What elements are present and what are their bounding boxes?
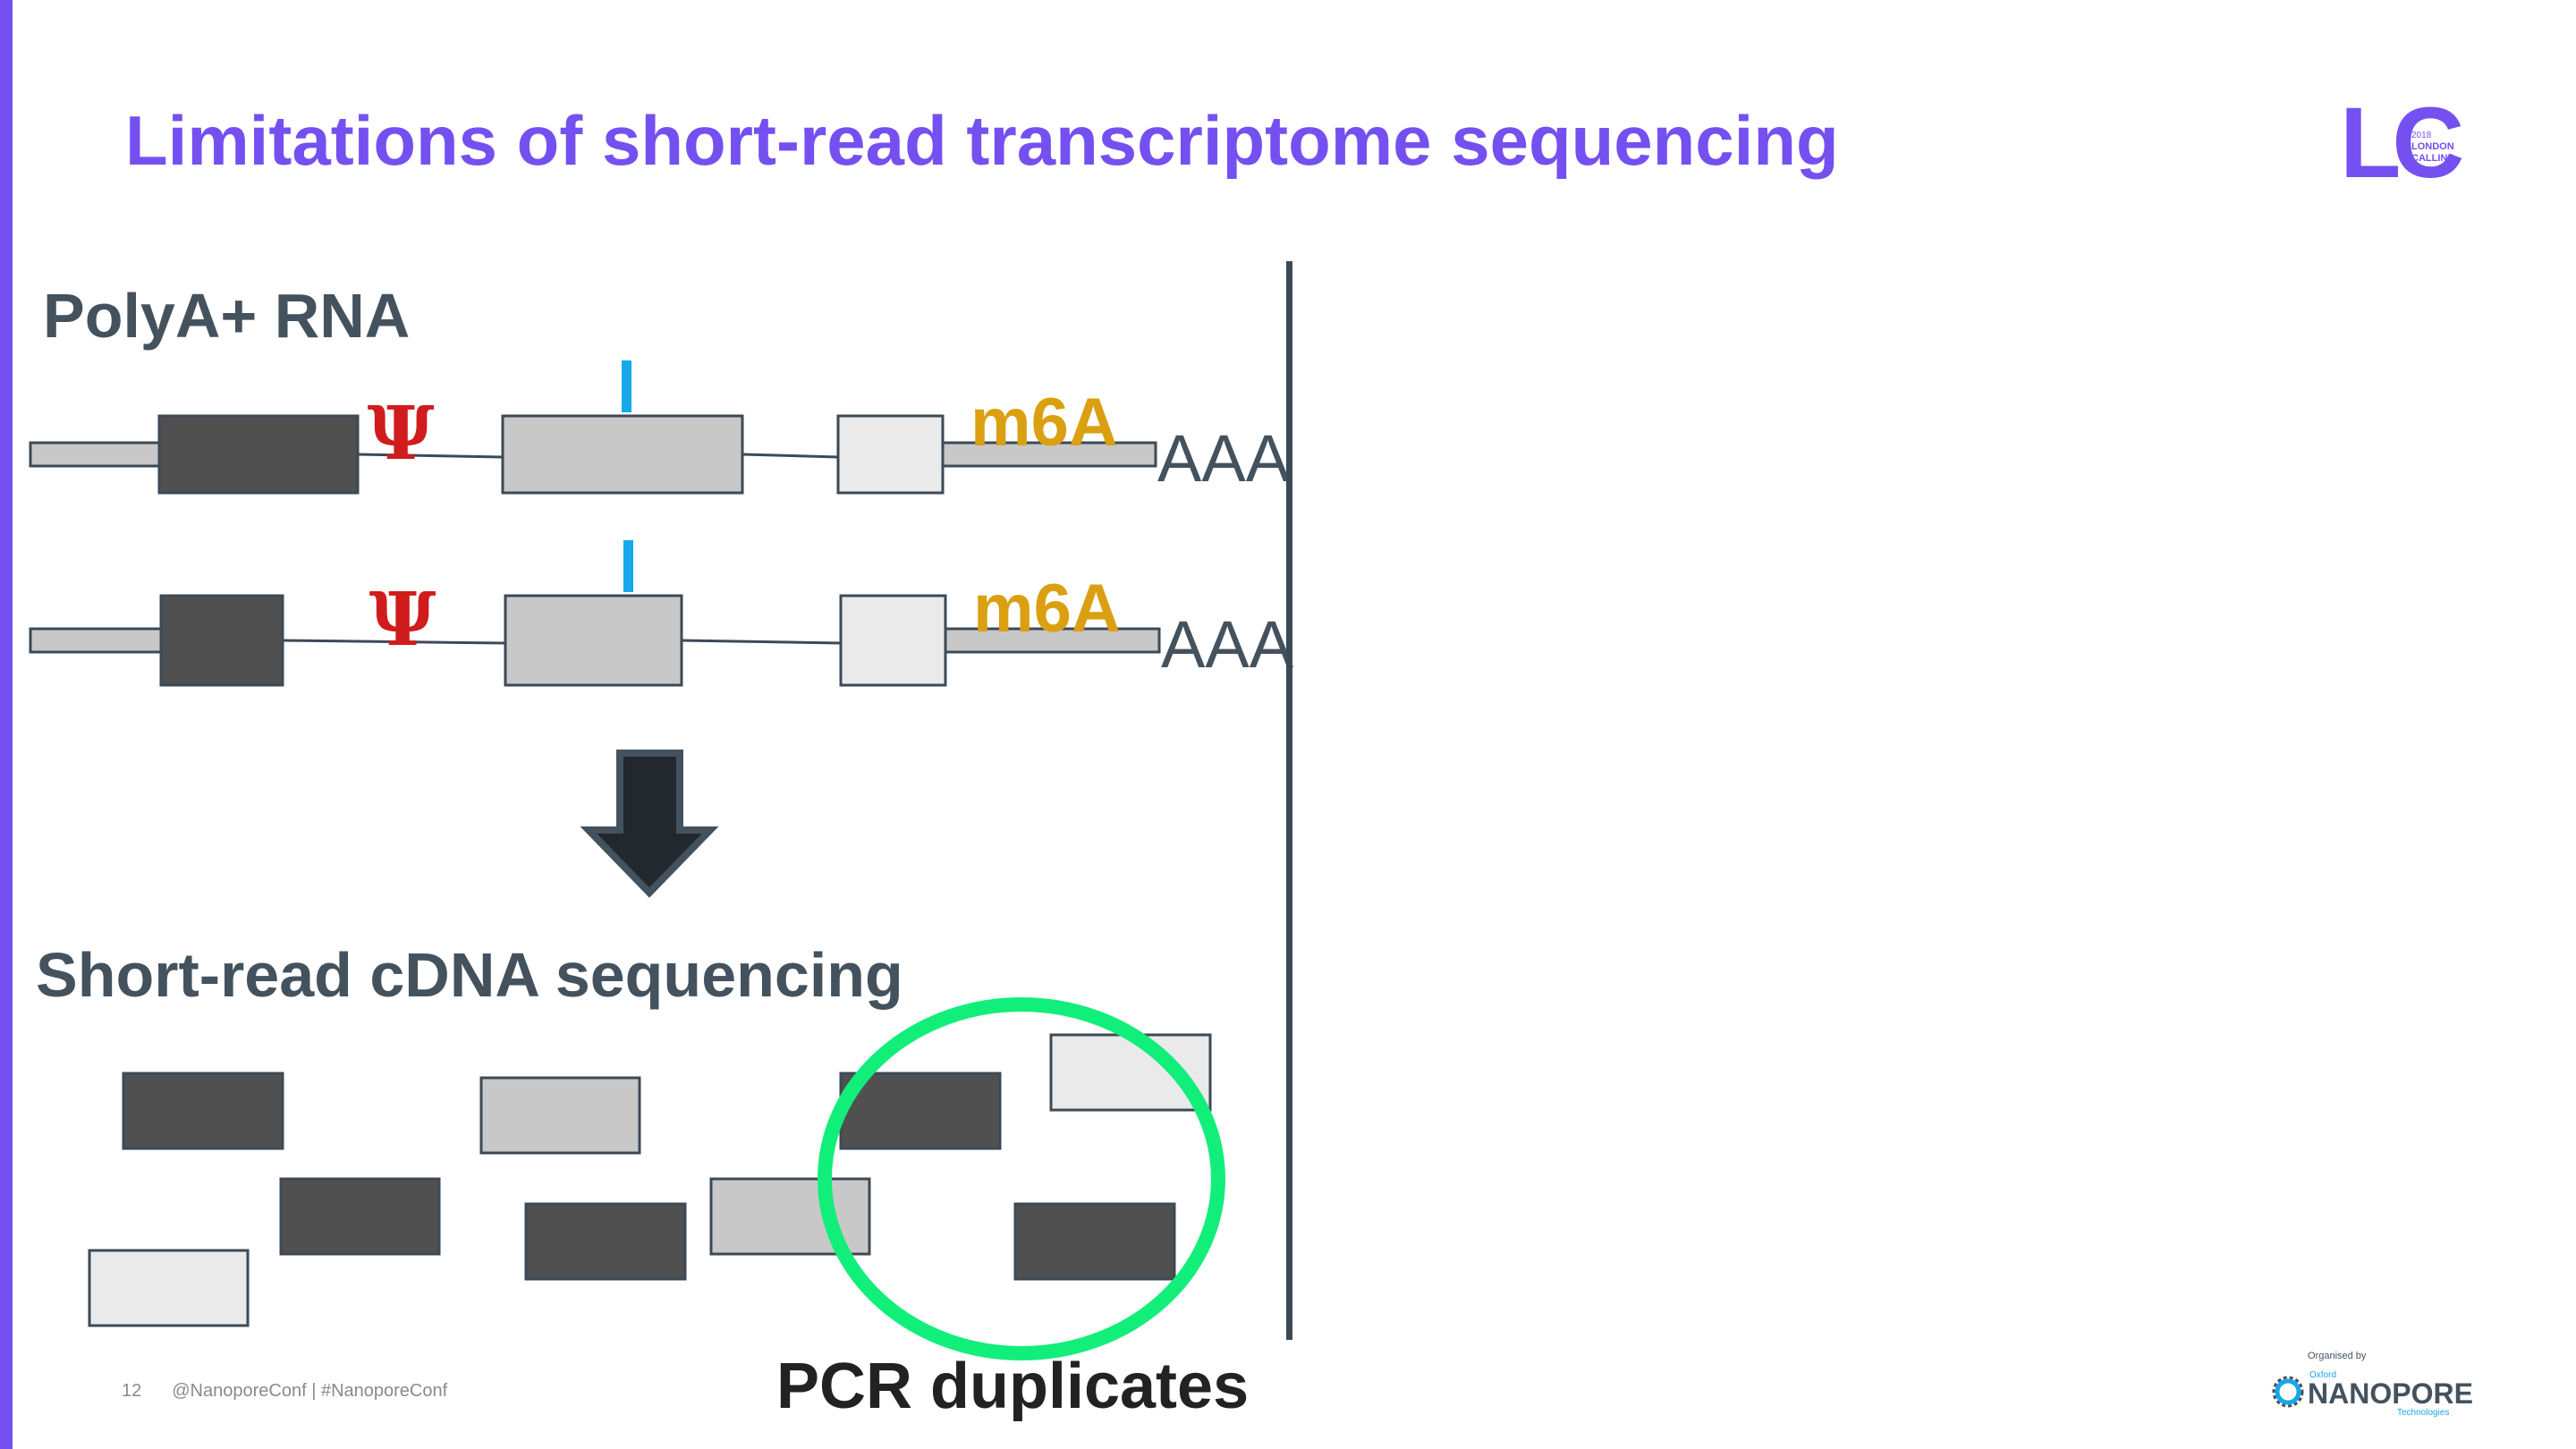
m6a-label: m6A bbox=[973, 571, 1121, 647]
section-divider bbox=[1286, 261, 1292, 1340]
logo-event-name: LONDON CALLING bbox=[2411, 141, 2455, 164]
intron-line bbox=[681, 639, 842, 645]
sequencing-read bbox=[122, 1072, 284, 1150]
short-read-heading: Short-read cDNA sequencing bbox=[36, 940, 903, 1010]
intron-line bbox=[357, 453, 504, 459]
exon-block bbox=[159, 594, 284, 687]
gear-icon bbox=[2272, 1376, 2304, 1408]
modification-marker bbox=[623, 540, 633, 592]
slide-title: Limitations of short-read transcriptome … bbox=[125, 101, 1839, 180]
organised-by-caption: Organised by bbox=[2308, 1351, 2367, 1361]
down-arrow-icon bbox=[580, 750, 719, 898]
left-accent-bar bbox=[0, 0, 13, 1449]
logo-letters: LC bbox=[2340, 87, 2464, 199]
m6a-label: m6A bbox=[970, 385, 1118, 461]
nanopore-oxford-text: Oxford bbox=[2309, 1370, 2337, 1380]
nanopore-brand-text: NANOPORE bbox=[2308, 1377, 2473, 1410]
utr-5prime bbox=[29, 441, 161, 468]
pcr-duplicate-highlight-circle bbox=[818, 997, 1225, 1360]
sequencing-read bbox=[88, 1249, 250, 1327]
exon-block bbox=[504, 594, 683, 687]
footer-handle: @NanoporeConf | #NanoporeConf bbox=[172, 1381, 448, 1401]
pcr-duplicates-label: PCR duplicates bbox=[776, 1351, 1250, 1422]
intron-line bbox=[741, 453, 839, 459]
page-number: 12 bbox=[122, 1381, 142, 1401]
sequencing-read bbox=[839, 1072, 1002, 1150]
polya-rna-heading: PolyA+ RNA bbox=[43, 281, 411, 351]
intron-line bbox=[282, 639, 506, 645]
exon-block bbox=[836, 414, 945, 495]
nanopore-technologies-text: Technologies bbox=[2397, 1408, 2450, 1418]
modification-marker bbox=[622, 360, 631, 412]
polya-tail-label: AAA bbox=[1157, 421, 1291, 496]
sequencing-read bbox=[479, 1076, 641, 1155]
london-calling-logo: LC 2018 LONDON CALLING bbox=[2340, 93, 2465, 193]
sequencing-read bbox=[1013, 1202, 1176, 1281]
exon-block bbox=[501, 414, 744, 495]
logo-year: 2018 bbox=[2411, 131, 2432, 140]
exon-block bbox=[157, 414, 360, 495]
nanopore-logo: Oxford NANOPORE Technologies bbox=[2272, 1367, 2473, 1418]
slide-footer: 12 @NanoporeConf | #NanoporeConf bbox=[122, 1381, 447, 1402]
pseudouridine-symbol: Ψ bbox=[369, 577, 436, 663]
sequencing-read bbox=[279, 1177, 441, 1256]
pseudouridine-symbol: Ψ bbox=[368, 391, 435, 477]
exon-block bbox=[839, 594, 947, 687]
utr-5prime bbox=[29, 627, 163, 654]
polya-tail-label: AAA bbox=[1161, 607, 1294, 682]
sequencing-read bbox=[524, 1202, 687, 1281]
